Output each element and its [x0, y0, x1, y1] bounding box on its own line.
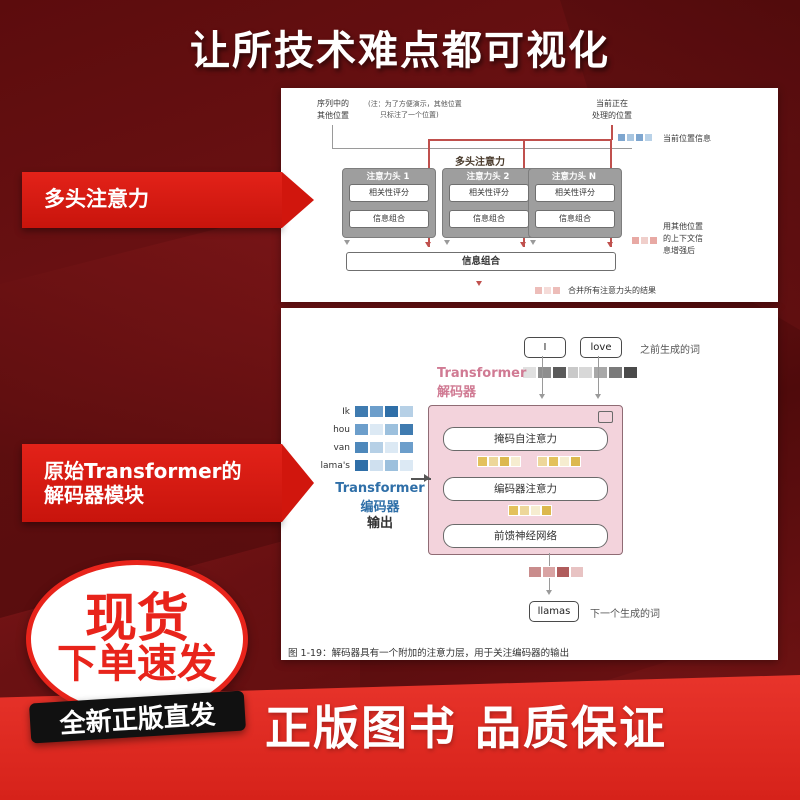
- callout-banner-decoder-block: 原始Transformer的 解码器模块: [22, 444, 314, 522]
- multihead-attention-title: 多头注意力: [455, 157, 505, 168]
- current-position-red-line: [428, 139, 612, 141]
- head-n-info-combine: 信息组合: [535, 210, 615, 228]
- encoder-attn-output: [508, 505, 552, 516]
- callout-banner-1-label: 多头注意力: [44, 187, 149, 212]
- arrow-output-down: [546, 590, 552, 595]
- callout-banner-multihead-attention: 多头注意力: [22, 172, 314, 228]
- note-current-position-line2: 处理的位置: [592, 111, 632, 120]
- note-other-positions-line2: 其他位置: [317, 111, 349, 120]
- encoder-token-label-lamas: lama's: [320, 461, 350, 471]
- arrow-encoder-to-decoder: [424, 474, 430, 482]
- arrow-headn-down: [530, 240, 536, 245]
- speech-bubble-icon: [598, 411, 613, 423]
- encoder-embedding-ik: [354, 405, 414, 418]
- encoder-embedding-hou: [354, 423, 414, 436]
- callout-banner-2-line1: 原始Transformer的: [44, 458, 242, 483]
- attention-head-1-label: 注意力头 1: [366, 172, 410, 182]
- attention-head-2-label: 注意力头 2: [466, 172, 510, 182]
- decoder-output-line: [549, 553, 550, 567]
- side-note-line1: 用其他位置: [663, 222, 703, 231]
- connector-head2-drop: [524, 148, 525, 164]
- connector-left-vertical: [332, 125, 333, 149]
- masked-attn-output-right: [537, 456, 581, 467]
- decoder-layer-masked-self-attention: 掩码自注意力: [443, 427, 608, 451]
- head-1-info-combine: 信息组合: [349, 210, 429, 228]
- headline: 让所技术难点都可视化: [190, 28, 610, 74]
- encoder-token-label-ik: Ik: [342, 407, 350, 417]
- prev-token-i-line: [542, 356, 543, 394]
- in-stock-badge: 现货 下单速发: [26, 560, 248, 718]
- connector-horizontal: [332, 148, 632, 149]
- output-to-token-line: [549, 578, 550, 592]
- note-current-position-line1: 当前正在: [596, 99, 628, 108]
- in-stock-badge-line2: 下单速发: [57, 641, 217, 688]
- arrow-red3-down: [607, 242, 613, 247]
- encoder-token-label-van: van: [333, 443, 350, 453]
- encoder-output-label-en: Transformer: [335, 481, 425, 496]
- legend-label-current-position: 当前位置信息: [663, 134, 711, 143]
- in-stock-badge-line1: 现货: [84, 588, 189, 649]
- note-parenthetical-line1: (注：为了方便演示，其他位置: [368, 100, 462, 108]
- side-note-line2: 的上下文信: [663, 234, 703, 243]
- arrow-head2-down: [444, 240, 450, 245]
- prev-token-love: love: [580, 337, 622, 358]
- prev-token-love-embedding: [578, 366, 638, 379]
- arrow-token-love-into-decoder: [595, 394, 601, 399]
- figure-caption: 图 1-19：解码器具有一个附加的注意力层，用于关注编码器的输出: [288, 648, 570, 658]
- attention-head-n-label: 注意力头 N: [551, 172, 597, 182]
- swatch-merged-result: [534, 286, 561, 295]
- encoder-to-decoder-line: [411, 478, 431, 480]
- arrow-merge-down: [476, 281, 482, 286]
- callout-banner-2-text: 原始Transformer的 解码器模块: [22, 459, 242, 508]
- output-token-llamas: llamas: [529, 601, 579, 622]
- prev-token-i-embedding: [522, 366, 582, 379]
- head-1-relevance-score: 相关性评分: [349, 184, 429, 202]
- encoder-embedding-lamas: [354, 459, 414, 472]
- legend-swatch-current-position: [617, 133, 653, 142]
- note-parenthetical-line2: 只标注了一个位置): [380, 111, 439, 119]
- output-embedding: [528, 566, 584, 578]
- current-position-red-stub: [611, 125, 613, 140]
- encoder-output-label-cn: 编码器: [360, 500, 400, 515]
- bottom-promo-text: 正版图书 品质保证: [265, 701, 668, 755]
- masked-attn-output-left: [477, 456, 521, 467]
- arrow-red1-down: [425, 242, 431, 247]
- prev-tokens-label: 之前生成的词: [640, 345, 700, 356]
- note-other-positions-line1: 序列中的: [317, 99, 349, 108]
- arrow-head1-down: [344, 240, 350, 245]
- arrow-token-i-into-decoder: [539, 394, 545, 399]
- prev-token-i: I: [524, 337, 566, 358]
- decoder-layer-encoder-attention: 编码器注意力: [443, 477, 608, 501]
- final-info-combine-box: 信息组合: [346, 252, 616, 271]
- decoder-label-cn: 解码器: [437, 385, 477, 400]
- encoder-output-label-cn2: 输出: [366, 516, 393, 531]
- output-token-label: 下一个生成的词: [590, 609, 660, 620]
- decoder-layer-feedforward: 前馈神经网络: [443, 524, 608, 548]
- decoder-label-en: Transformer: [437, 366, 527, 381]
- callout-banner-2-line2: 解码器模块: [44, 483, 144, 507]
- side-note-line3: 息增强后: [663, 246, 695, 255]
- prev-token-love-line: [598, 356, 599, 394]
- arrow-red2-down: [520, 242, 526, 247]
- head-2-info-combine: 信息组合: [449, 210, 529, 228]
- encoder-token-label-hou: hou: [333, 425, 350, 435]
- encoder-embedding-van: [354, 441, 414, 454]
- head-2-relevance-score: 相关性评分: [449, 184, 529, 202]
- merge-note-label: 合并所有注意力头的结果: [568, 286, 656, 295]
- swatch-context-enhanced: [631, 236, 658, 245]
- head-n-relevance-score: 相关性评分: [535, 184, 615, 202]
